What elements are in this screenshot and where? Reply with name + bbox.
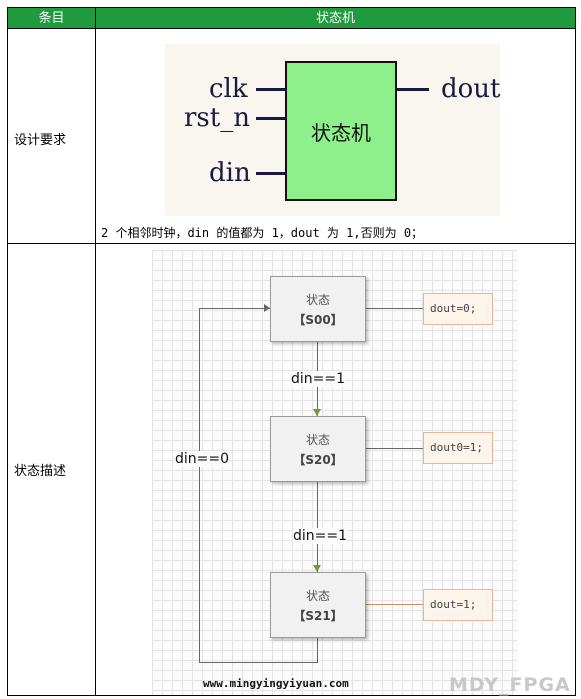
spec-table: 条目 状态机: [7, 7, 576, 696]
din-signal-label: din: [209, 158, 251, 188]
header-cell-item: 条目: [8, 8, 95, 29]
transition-s00-s20-label: din==1: [291, 371, 346, 387]
rst-n-signal-label: rst_n: [184, 103, 250, 133]
s21-output-box: dout=1;: [423, 589, 493, 621]
row-label-state-description: 状态描述: [14, 464, 67, 479]
loop-bottom-line: [199, 662, 318, 663]
s20-output-connector: [366, 448, 423, 449]
dout-wire: [397, 88, 429, 91]
fsm-block: 状态机: [285, 61, 397, 201]
state-s20-name: 状态: [305, 433, 330, 447]
transition-loop-label: din==0: [175, 451, 230, 467]
loop-left-line: [199, 308, 200, 662]
clk-wire: [256, 88, 285, 91]
header-item-label: 条目: [38, 11, 65, 26]
state-s21-code: 【S21】: [293, 609, 343, 623]
s21-output-connector: [366, 604, 423, 605]
s00-output-connector: [366, 308, 423, 309]
state-s00: 状态 【S00】: [270, 276, 366, 342]
din-wire: [256, 172, 285, 175]
header-cell-fsm: 状态机: [96, 8, 575, 29]
rst-n-wire: [256, 117, 285, 120]
s20-to-s21-line: [317, 481, 318, 572]
row-divider: [7, 243, 576, 244]
state-s00-code: 【S00】: [293, 313, 343, 327]
state-s20-code: 【S20】: [293, 453, 343, 467]
loop-s21-drop: [317, 638, 318, 662]
state-s21: 状态 【S21】: [270, 572, 366, 638]
s00-output-box: dout=0;: [423, 293, 493, 325]
s20-to-s21-arrowhead-icon: [313, 565, 321, 572]
watermark-url: www.mingyingyiyuan.com: [203, 677, 349, 690]
state-s00-name: 状态: [305, 293, 330, 307]
column-divider: [95, 7, 96, 696]
loop-top-line: [199, 308, 270, 309]
dout-signal-label: dout: [441, 74, 501, 104]
row-label-design-requirement: 设计要求: [14, 133, 67, 148]
requirement-description: 2 个相邻时钟，din 的值都为 1，dout 为 1,否则为 0；: [101, 226, 424, 240]
watermark-brand: MDY_FPGA: [449, 674, 571, 696]
fsm-block-label: 状态机: [311, 120, 371, 145]
state-s20: 状态 【S20】: [270, 416, 366, 482]
s00-to-s20-arrowhead-icon: [313, 409, 321, 416]
loop-arrowhead-icon: [264, 304, 270, 312]
header-divider: [7, 28, 576, 29]
transition-s20-s21-label: din==1: [293, 528, 348, 544]
s20-output-box: dout0=1;: [423, 432, 493, 464]
clk-signal-label: clk: [209, 74, 248, 104]
header-fsm-label: 状态机: [315, 11, 355, 26]
state-s21-name: 状态: [305, 589, 330, 603]
